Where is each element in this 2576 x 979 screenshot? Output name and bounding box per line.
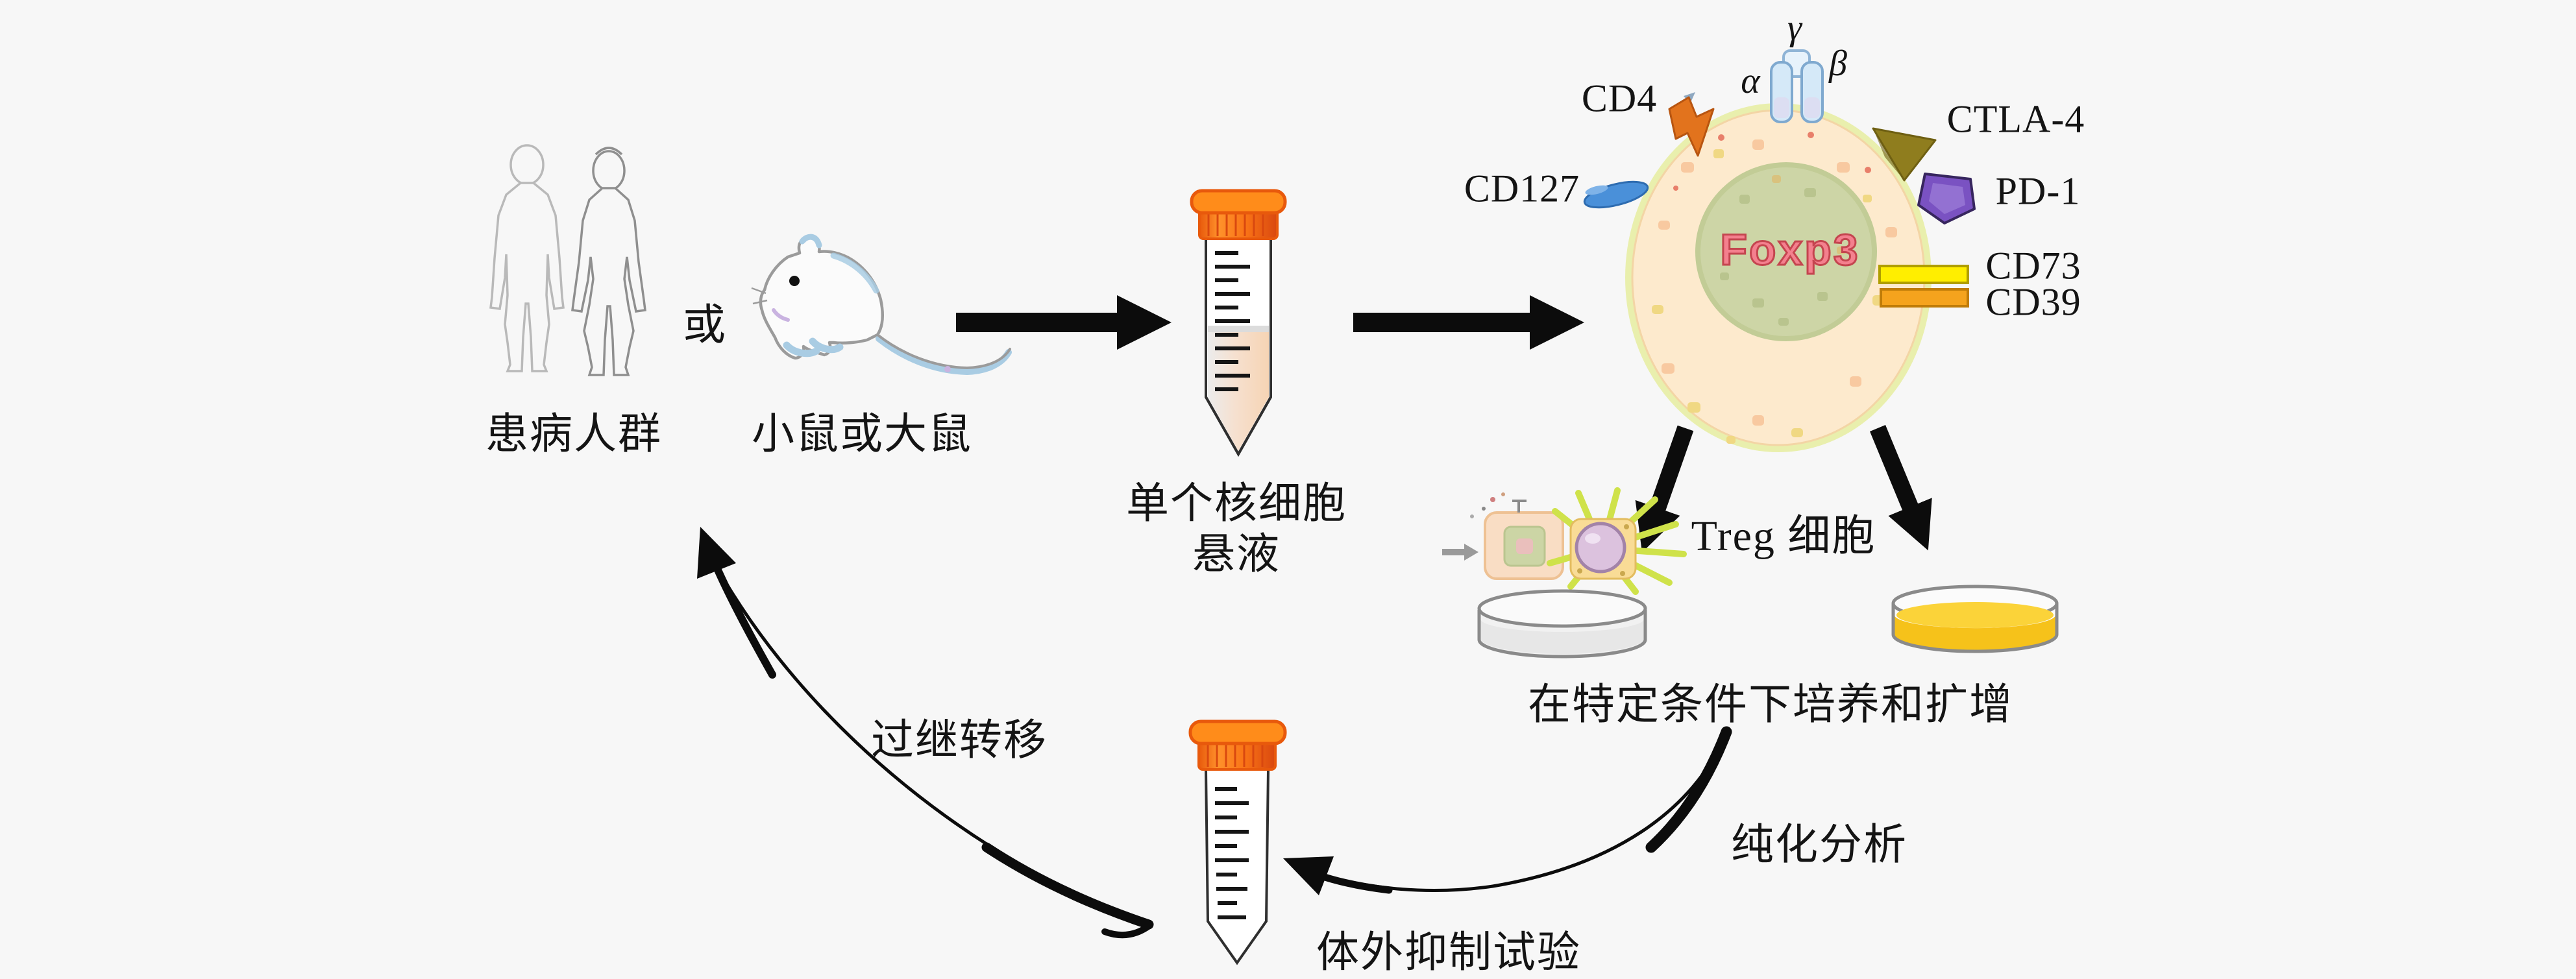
cell-nucleus (1695, 162, 1877, 341)
label-gamma-chain: γ (1787, 8, 1802, 48)
label-beta-chain: β (1829, 43, 1847, 84)
label-foxp3: Foxp3 (1719, 224, 1860, 276)
label-cd4: CD4 (1581, 77, 1658, 120)
label-or: 或 (683, 302, 727, 349)
arrow-cell-to-culture-left (1635, 425, 1694, 553)
label-invitro-assay: 体外抑制试验 (1316, 929, 1581, 976)
arrow-cell-to-culture-right (1869, 425, 1932, 551)
dendritic-cell-icon (1547, 487, 1687, 595)
label-patients: 患病人群 (485, 411, 662, 458)
cd4-marker-icon (1668, 92, 1715, 157)
human-female-silhouette-icon (571, 147, 646, 376)
human-male-silhouette-icon (489, 144, 565, 372)
cytoplasm-speckles-yellow (1652, 149, 1885, 444)
petri-dish-empty-icon (1477, 589, 1647, 659)
pd1-marker-icon (1917, 173, 1976, 224)
ctla4-marker-icon (1872, 127, 1937, 182)
label-cd127: CD127 (1464, 167, 1580, 210)
adoptive-transfer-curved-arrow (697, 527, 1154, 939)
petri-dish-medium-icon (1891, 585, 2059, 653)
label-mononuclear-line1: 单个核细胞 (1126, 480, 1347, 527)
antigen-presenting-cell-icon (1442, 492, 1564, 580)
cd39-marker-icon (1880, 288, 1969, 308)
label-culture-expand: 在特定条件下培养和扩增 (1528, 681, 2013, 729)
mouse-icon (751, 234, 1012, 376)
label-cd39: CD39 (1985, 280, 2081, 324)
label-alpha-chain: α (1741, 61, 1760, 101)
cd127-marker-icon (1583, 180, 1649, 209)
il2-receptor-icon (1770, 49, 1824, 123)
cd73-marker-icon (1878, 265, 1969, 284)
centrifuge-tube-assay-icon (1188, 719, 1287, 965)
label-purification: 纯化分析 (1731, 821, 1907, 869)
cytoplasm-speckles (1658, 139, 1897, 426)
centrifuge-tube-suspension-icon (1190, 189, 1287, 457)
label-cd73: CD73 (1985, 244, 2081, 287)
purification-curved-arrow (1283, 726, 1732, 895)
label-pd1: PD-1 (1995, 169, 2081, 213)
small-gray-arrow-icon (1442, 544, 1478, 561)
label-treg-cell: Treg 细胞 (1691, 513, 1876, 560)
label-adoptive-transfer: 过继转移 (871, 717, 1048, 764)
label-mononuclear-line2: 悬液 (1192, 531, 1281, 578)
mouse-eye (789, 276, 800, 286)
label-ctla4: CTLA-4 (1946, 97, 2085, 141)
label-mouse-rat: 小鼠或大鼠 (752, 411, 972, 458)
